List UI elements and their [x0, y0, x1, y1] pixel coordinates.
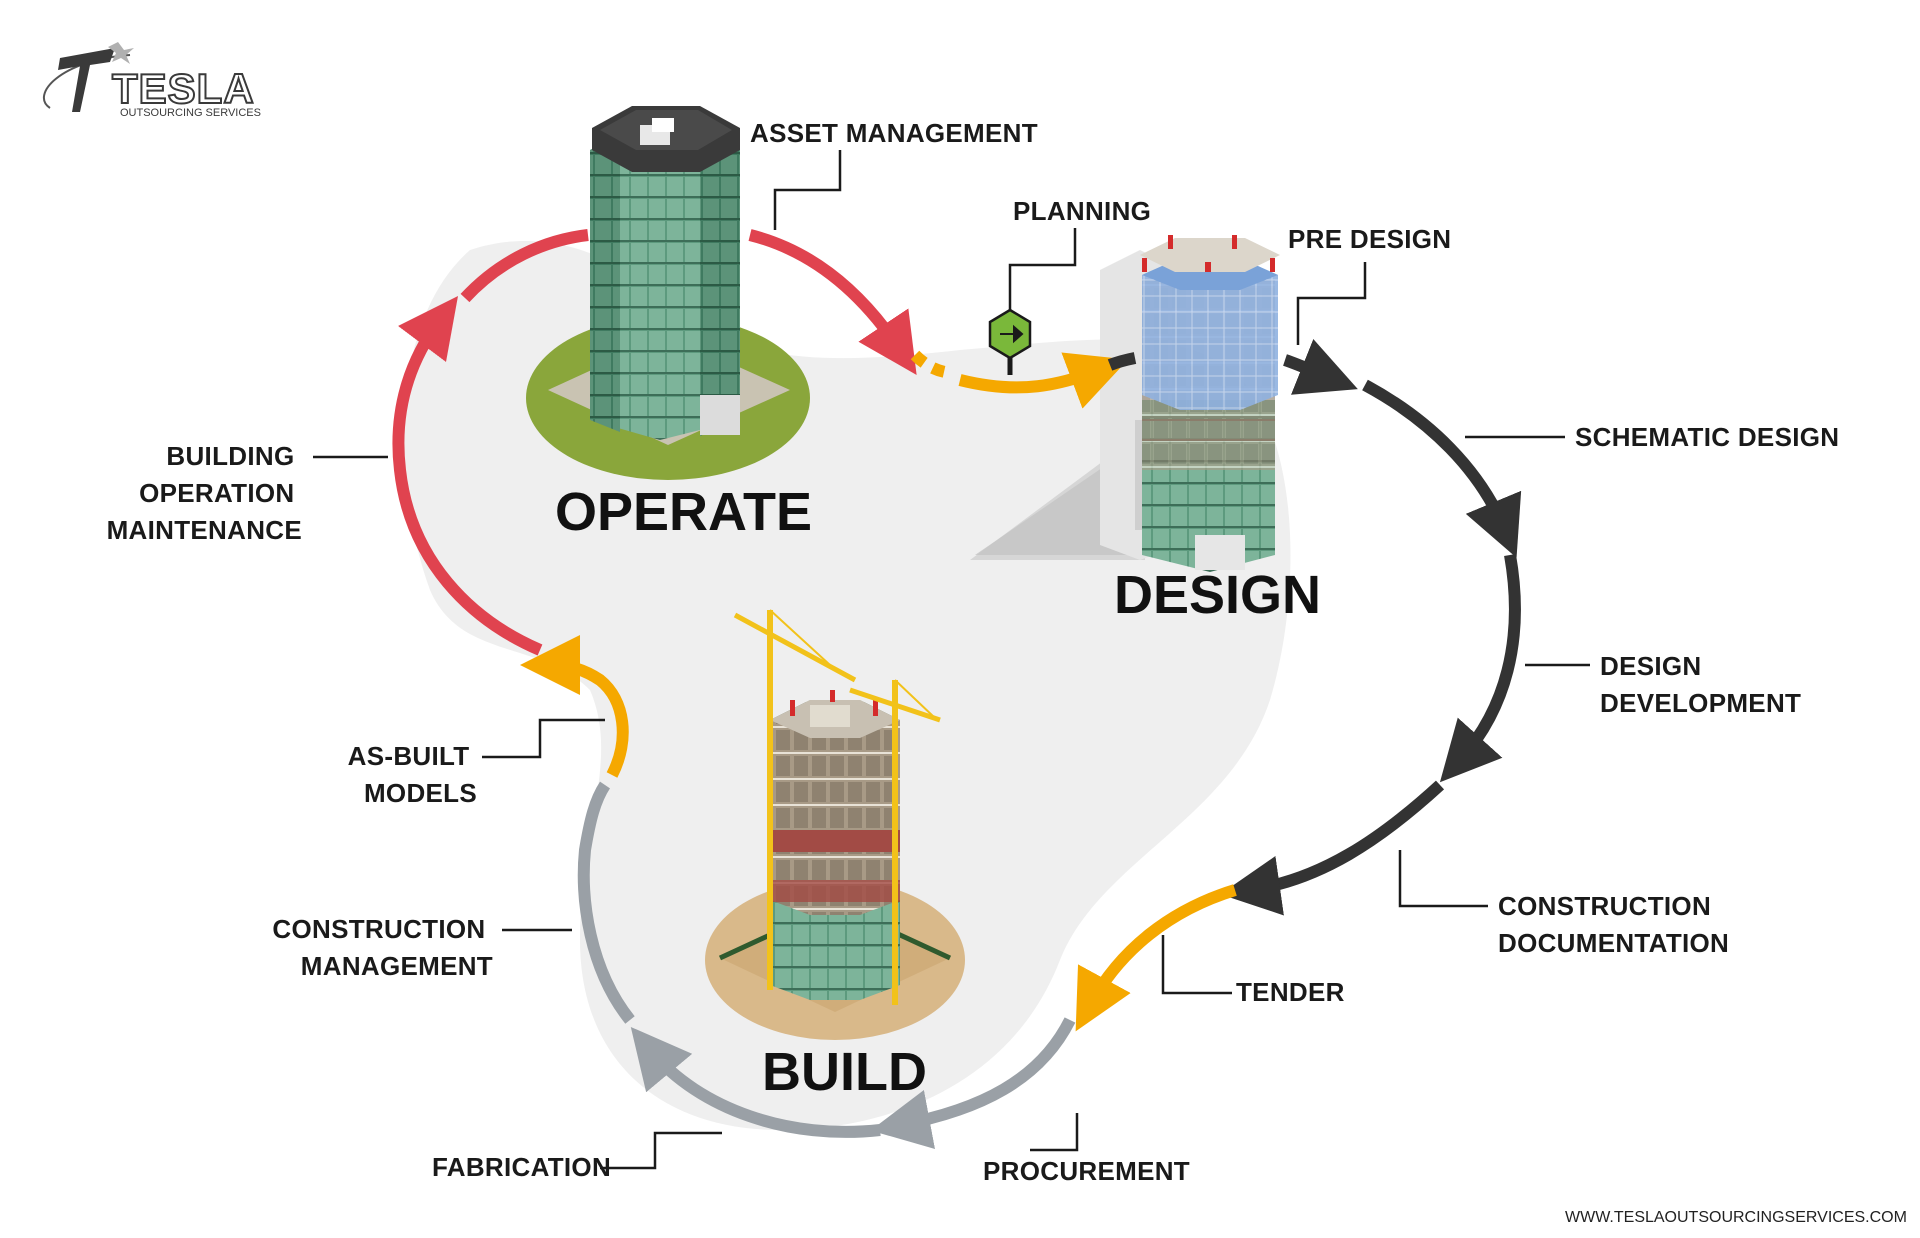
- planning-sign-icon[interactable]: [988, 308, 1032, 375]
- label-schematic-design: SCHEMATIC DESIGN: [1575, 422, 1839, 452]
- construction-tower-icon: [705, 609, 965, 1040]
- design-tower-icon: [970, 235, 1280, 572]
- phase-title-operate: OPERATE: [555, 482, 812, 542]
- build-arcs: [577, 781, 1076, 1149]
- red-markers: [1142, 235, 1275, 272]
- transition-planning-arc: [910, 350, 1129, 409]
- label-bom-line2: OPERATION: [139, 478, 294, 508]
- label-procurement: PROCUREMENT: [983, 1156, 1190, 1186]
- label-bom-line1: BUILDING: [166, 441, 294, 471]
- label-asset-management: ASSET MANAGEMENT: [750, 118, 1038, 148]
- phase-title-build: BUILD: [762, 1042, 927, 1102]
- label-construction-documentation-line2: DOCUMENTATION: [1498, 928, 1729, 958]
- label-as-built-models-line1: AS-BUILT: [348, 741, 470, 771]
- label-building-operation-maintenance: BUILDING OPERATION MAINTENANCE: [107, 441, 302, 545]
- logo-tagline: OUTSOURCING SERVICES: [120, 107, 261, 119]
- office-tower-icon: [526, 106, 810, 480]
- operate-arcs: [392, 229, 917, 656]
- label-fabrication: FABRICATION: [432, 1152, 611, 1182]
- label-construction-management-line2: MANAGEMENT: [301, 951, 493, 981]
- logo-wordmark: TESLA: [112, 65, 255, 112]
- website-url[interactable]: WWW.TESLAOUTSOURCINGSERVICES.COM: [1565, 1209, 1907, 1226]
- label-construction-management: CONSTRUCTION MANAGEMENT: [272, 914, 493, 981]
- design-arcs: [1107, 339, 1522, 916]
- label-bom-line3: MAINTENANCE: [107, 515, 302, 545]
- label-as-built-models: AS-BUILT MODELS: [348, 741, 477, 808]
- label-design-development-line2: DEVELOPMENT: [1600, 688, 1801, 718]
- label-planning: PLANNING: [1013, 196, 1151, 226]
- label-pre-design: PRE DESIGN: [1288, 224, 1451, 254]
- tesla-logo-icon: TESLA OUTSOURCING SERVICES: [43, 42, 261, 119]
- label-construction-documentation: CONSTRUCTION DOCUMENTATION: [1498, 891, 1729, 958]
- label-tender: TENDER: [1236, 977, 1345, 1007]
- label-as-built-models-line2: MODELS: [364, 778, 477, 808]
- label-construction-documentation-line1: CONSTRUCTION: [1498, 891, 1711, 921]
- tender-arc: [1075, 884, 1237, 1032]
- label-construction-management-line1: CONSTRUCTION: [272, 914, 485, 944]
- as-built-arc: [520, 635, 629, 778]
- label-design-development-line1: DESIGN: [1600, 651, 1701, 681]
- crane-icon: [733, 609, 941, 1005]
- phase-title-design: DESIGN: [1114, 565, 1321, 625]
- leader-lines: [313, 150, 1590, 1170]
- label-design-development: DESIGN DEVELOPMENT: [1600, 651, 1801, 718]
